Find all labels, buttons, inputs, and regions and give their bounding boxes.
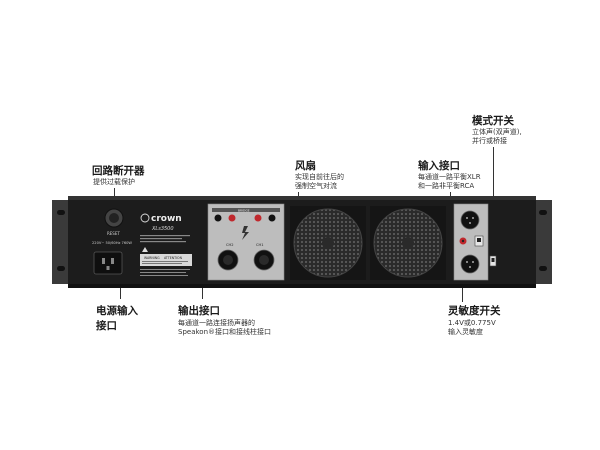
binding-post-ch1-black[interactable] [268, 214, 276, 222]
brand-label: crown [151, 214, 182, 224]
power-inlet[interactable] [93, 251, 123, 275]
output-callout-desc-2: Speakon®接口和接线柱接口 [178, 328, 272, 336]
power-callout-title-1: 电源输入 [96, 305, 138, 317]
breaker-callout-desc: 提供过载保护 [93, 178, 135, 186]
power-callout-title-2: 接口 [96, 320, 117, 332]
xlr-input-bottom[interactable] [460, 254, 480, 274]
cooling-fan-left [290, 206, 366, 280]
mode-callout-title: 模式开关 [472, 115, 514, 127]
warning-label-plate: WARNING ATTENTION [140, 254, 192, 266]
sensitivity-callout-title: 灵敏度开关 [448, 305, 501, 317]
xlr-input-top[interactable] [460, 210, 480, 230]
ch1-label: CH1 [256, 243, 264, 247]
svg-text:ATTENTION: ATTENTION [164, 256, 183, 260]
rack-ear-left [52, 200, 70, 284]
output-callout-title: 输出接口 [178, 305, 220, 317]
svg-text:WARNING: WARNING [144, 256, 160, 260]
spec-text-block [140, 235, 190, 243]
binding-post-ch2-red[interactable] [228, 214, 236, 222]
fan-callout-desc-2: 强制空气对流 [295, 182, 337, 190]
fan-callout-desc-1: 实现自前往后的 [295, 173, 344, 181]
hazard-bolt-icon [242, 226, 249, 240]
mode-leader-line [493, 147, 494, 213]
rack-ear-right [534, 200, 552, 284]
mains-rating-label: 220V~ 50/60Hz 760W [92, 241, 132, 245]
mode-switch[interactable] [474, 235, 484, 247]
input-callout-title: 输入接口 [418, 160, 460, 172]
circuit-breaker[interactable] [104, 208, 124, 228]
binding-post-ch1-red[interactable] [254, 214, 262, 222]
speakon-output-ch2[interactable] [217, 249, 239, 271]
rca-input[interactable] [459, 237, 467, 245]
mode-callout-desc-1: 立体声(双声道), [472, 128, 522, 136]
mode-callout-desc-2: 并行或桥接 [472, 137, 507, 145]
speakon-output-ch1[interactable] [253, 249, 275, 271]
reset-label: RESET [107, 231, 120, 236]
amplifier-rear-panel: RESET 220V~ 50/60Hz 760W crown XLs3500 W… [52, 196, 552, 288]
input-callout-desc-2: 和一路非平衡RCA [418, 182, 475, 190]
breaker-callout-title: 回路断开器 [92, 165, 145, 177]
model-label: XLs3500 [151, 226, 174, 232]
ch2-label: CH2 [226, 243, 234, 247]
output-callout-desc-1: 每通道一路连接扬声器的 [178, 319, 255, 327]
cooling-fan-right [370, 206, 446, 280]
warning-triangle-icon [142, 247, 148, 252]
sensitivity-callout-desc-1: 1.4V或0.775V [448, 319, 496, 327]
compliance-text-block [140, 269, 190, 276]
binding-post-ch2-black[interactable] [214, 214, 222, 222]
crown-logo-icon [140, 213, 150, 223]
sensitivity-callout-desc-2: 输入灵敏度 [448, 328, 483, 336]
fan-callout-title: 风扇 [295, 160, 316, 172]
sensitivity-leader-line [462, 280, 463, 302]
input-callout-desc-1: 每通道一路平衡XLR [418, 173, 481, 181]
sensitivity-switch[interactable] [489, 255, 497, 267]
bridge-label: BRIDGE [238, 209, 250, 213]
